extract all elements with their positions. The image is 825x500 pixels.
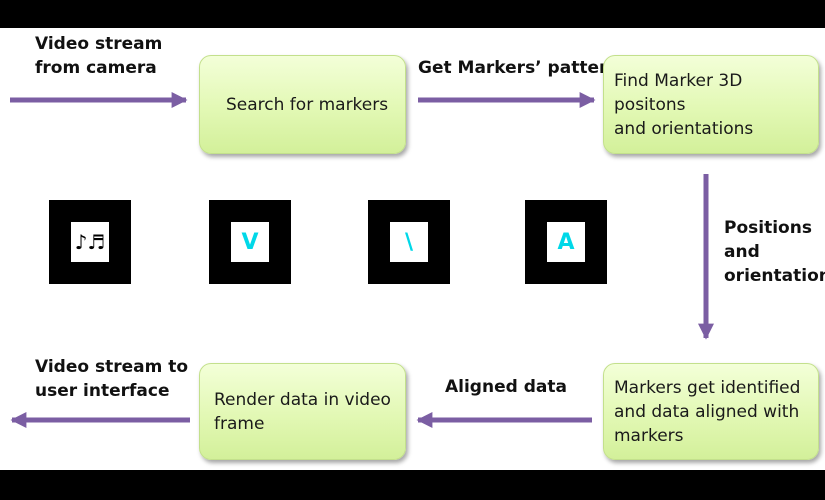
search-markers-box: Search for markers (199, 55, 406, 154)
marker-a: A (525, 200, 607, 284)
output-label: Video stream to user interface (35, 357, 189, 401)
marker-backslash: \ (368, 200, 450, 284)
marker-a-glyph: A (547, 222, 585, 262)
marker-music: ♪♬ (49, 200, 131, 284)
arrows-layer (10, 91, 715, 429)
render-data-box: Render data in video frame (199, 363, 406, 460)
find-marker-3d-text: Find Marker 3D positons and orientations (614, 70, 754, 139)
marker-backslash-glyph: \ (390, 222, 428, 262)
edge-label-markers-pattern: Get Markers’ pattern (418, 58, 620, 78)
marker-music-glyph: ♪♬ (71, 222, 109, 262)
diagram-canvas: Video stream from camera Search for mark… (0, 28, 825, 470)
marker-v-glyph: V (231, 222, 269, 262)
search-markers-text: Search for markers (226, 94, 389, 115)
find-marker-3d-box: Find Marker 3D positons and orientations (603, 55, 819, 154)
render-data-text: Render data in video frame (214, 389, 391, 434)
edge-label-positions: Positions and orientations (724, 218, 825, 286)
markers-identified-text: Markers get identified and data aligned … (614, 377, 801, 446)
input-label: Video stream from camera (35, 34, 163, 78)
markers-identified-box: Markers get identified and data aligned … (603, 363, 819, 460)
edge-label-aligned-data: Aligned data (445, 377, 567, 397)
marker-v: V (209, 200, 291, 284)
